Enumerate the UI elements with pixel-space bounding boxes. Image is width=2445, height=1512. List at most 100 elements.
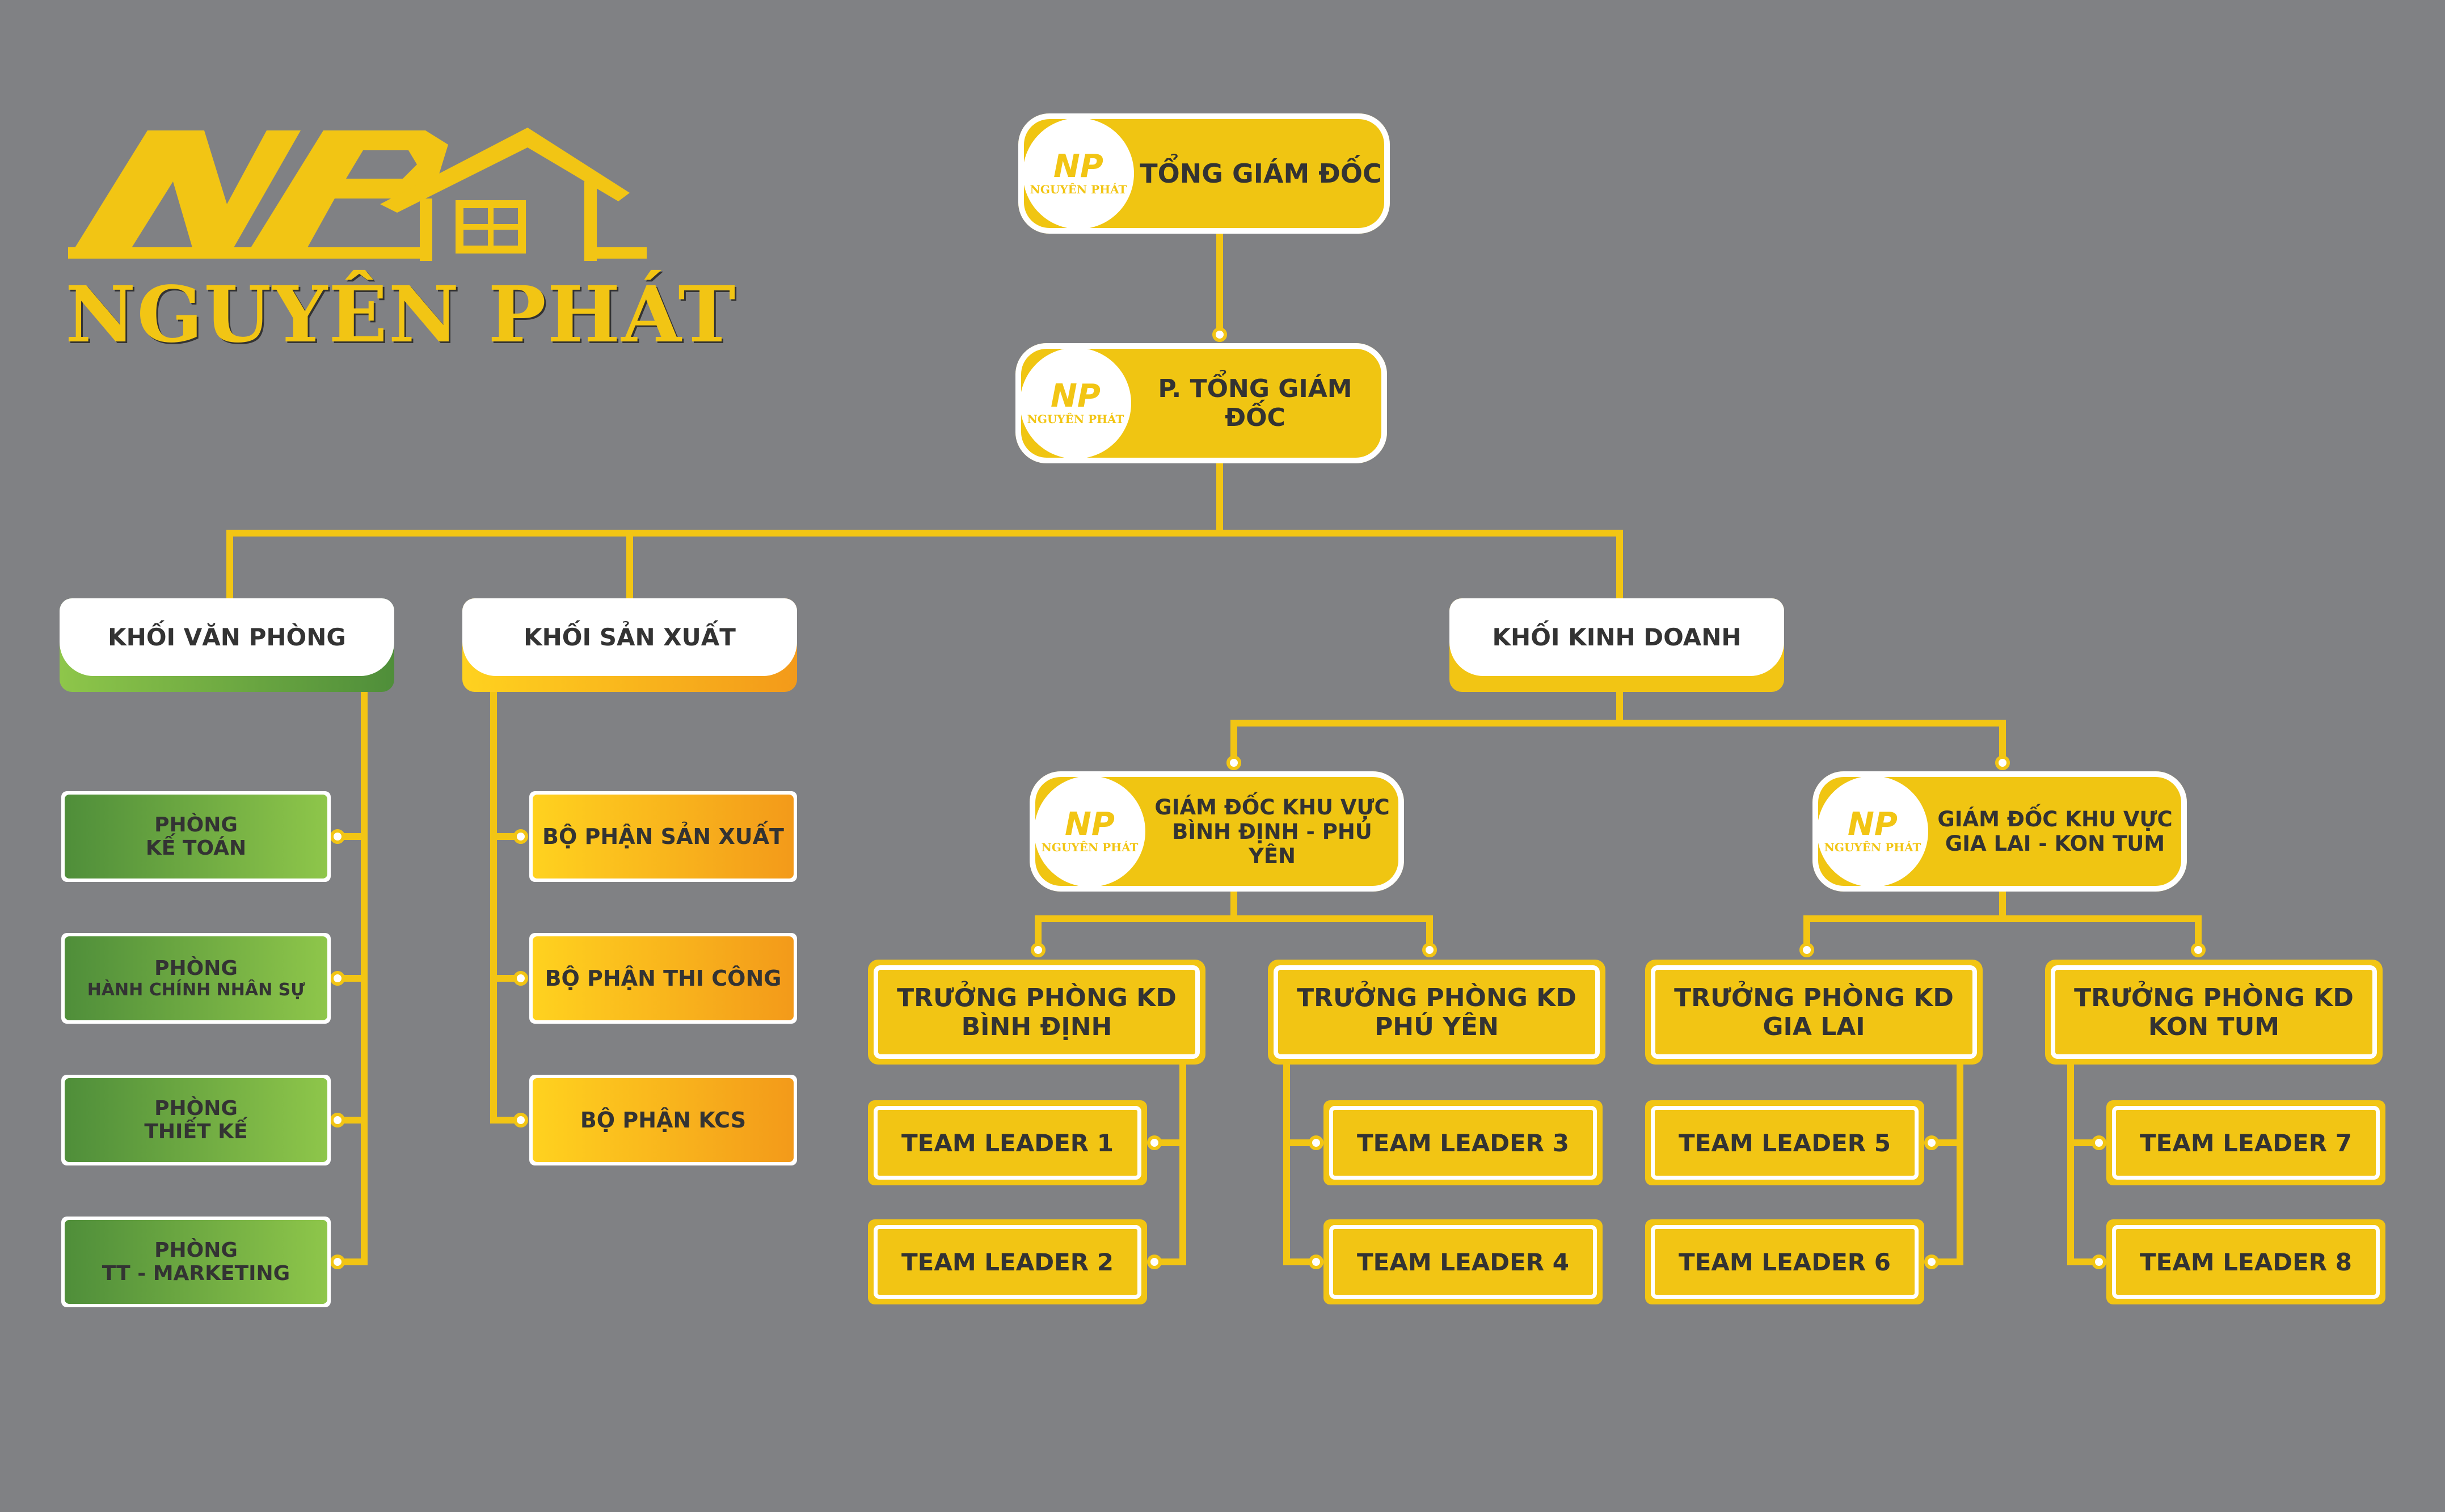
division-business[interactable]: KHỐI KINH DOANH [1449,598,1784,692]
sales-manager-binh-dinh-line1: TRƯỞNG PHÒNG KD [897,983,1177,1012]
mini-logo: NP NGUYÊN PHÁT [1034,776,1145,887]
ceo-label: TỔNG GIÁM ĐỐC [1140,158,1382,189]
junction-dot [513,1113,528,1127]
junction-dot [1309,1255,1323,1269]
mini-logo-text: NGUYÊN PHÁT [1027,412,1124,426]
division-office[interactable]: KHỐI VĂN PHÒNG [60,598,394,692]
junction-dot [1422,943,1437,957]
junction-dot [1212,327,1227,342]
dept-construction[interactable]: BỘ PHẬN THI CÔNG [529,933,797,1024]
team-leader-3[interactable]: TEAM LEADER 3 [1323,1100,1603,1185]
junction-dot [1995,755,2010,770]
division-business-label: KHỐI KINH DOANH [1449,598,1784,676]
dept-marketing[interactable]: PHÒNG TT - MARKETING [61,1217,331,1307]
division-production-label: KHỐI SẢN XUẤT [462,598,797,676]
dept-marketing-line1: PHÒNG [154,1239,238,1262]
dept-accounting[interactable]: PHÒNG KẾ TOÁN [61,791,331,882]
dept-hr-admin-line2: HÀNH CHÍNH NHÂN SỰ [87,980,305,1000]
junction-dot [1799,943,1814,957]
team-leader-1-label: TEAM LEADER 1 [874,1106,1141,1180]
sales-manager-phu-yen-line2: PHÚ YÊN [1375,1012,1499,1041]
mini-logo-text: NGUYÊN PHÁT [1824,841,1921,854]
sales-manager-gia-lai-line2: GIA LAI [1763,1012,1865,1041]
junction-dot [513,971,528,986]
junction-dot [1031,943,1046,957]
dept-design-line2: THIẾT KẾ [144,1120,248,1143]
team-leader-3-label: TEAM LEADER 3 [1329,1106,1597,1180]
junction-dot [2092,1255,2106,1269]
mini-logo-icon: NP [1848,806,1898,843]
dept-construction-label: BỘ PHẬN THI CÔNG [533,936,794,1020]
team-leader-5-label: TEAM LEADER 5 [1651,1106,1919,1180]
mini-logo-icon: NP [1053,148,1103,185]
dept-accounting-line2: KẾ TOÁN [145,837,247,860]
team-leader-7[interactable]: TEAM LEADER 7 [2106,1100,2385,1185]
team-leader-7-label: TEAM LEADER 7 [2112,1106,2380,1180]
dept-manufacturing[interactable]: BỘ PHẬN SẢN XUẤT [529,791,797,882]
dept-hr-admin-line1: PHÒNG [154,957,238,980]
dept-design-line1: PHÒNG [154,1097,238,1120]
junction-dot [330,1113,345,1127]
mini-logo-text: NGUYÊN PHÁT [1030,183,1127,196]
deputy-ceo-box[interactable]: NP NGUYÊN PHÁT P. TỔNG GIÁM ĐỐC [1015,343,1387,463]
deputy-ceo-label: P. TỔNG GIÁM ĐỐC [1158,374,1352,432]
sales-manager-kon-tum[interactable]: TRƯỞNG PHÒNG KD KON TUM [2045,960,2383,1065]
junction-dot [1147,1255,1162,1269]
junction-dot [330,1255,345,1269]
team-leader-5[interactable]: TEAM LEADER 5 [1645,1100,1924,1185]
sales-manager-binh-dinh-line2: BÌNH ĐỊNH [961,1012,1112,1041]
mini-logo: NP NGUYÊN PHÁT [1020,348,1131,459]
regional-director-bd-py-line2: BÌNH ĐỊNH - PHÚ YÊN [1172,819,1372,868]
dept-manufacturing-label: BỘ PHẬN SẢN XUẤT [533,795,794,879]
dept-design[interactable]: PHÒNG THIẾT KẾ [61,1075,331,1165]
team-leader-6[interactable]: TEAM LEADER 6 [1645,1219,1924,1304]
sales-manager-kon-tum-line2: KON TUM [2148,1012,2280,1041]
junction-dot [2092,1135,2106,1150]
mini-logo-text: NGUYÊN PHÁT [1041,841,1139,854]
house-logo-icon [68,128,647,261]
junction-dot [2191,943,2206,957]
regional-director-gl-kt-line2: GIA LAI - KON TUM [1945,831,2165,856]
dept-hr-admin[interactable]: PHÒNG HÀNH CHÍNH NHÂN SỰ [61,933,331,1024]
team-leader-1[interactable]: TEAM LEADER 1 [868,1100,1147,1185]
regional-director-gl-kt-line1: GIÁM ĐỐC KHU VỰC [1937,807,2173,831]
dept-qc-label: BỘ PHẬN KCS [533,1078,794,1162]
team-leader-2[interactable]: TEAM LEADER 2 [868,1219,1147,1304]
junction-dot [1924,1135,1939,1150]
brand-logo: NGUYÊN PHÁT [62,119,737,360]
junction-dot [1309,1135,1323,1150]
ceo-box[interactable]: NP NGUYÊN PHÁT TỔNG GIÁM ĐỐC [1018,113,1390,234]
dept-qc[interactable]: BỘ PHẬN KCS [529,1075,797,1165]
division-production[interactable]: KHỐI SẢN XUẤT [462,598,797,692]
junction-dot [513,829,528,844]
division-office-label: KHỐI VĂN PHÒNG [60,598,394,676]
team-leader-8-label: TEAM LEADER 8 [2112,1225,2380,1299]
junction-dot [330,971,345,986]
mini-logo: NP NGUYÊN PHÁT [1817,776,1928,887]
mini-logo-icon: NP [1065,806,1115,843]
team-leader-4-label: TEAM LEADER 4 [1329,1225,1597,1299]
sales-manager-binh-dinh[interactable]: TRƯỞNG PHÒNG KD BÌNH ĐỊNH [868,960,1205,1065]
team-leader-4[interactable]: TEAM LEADER 4 [1323,1219,1603,1304]
regional-director-bd-py-line1: GIÁM ĐỐC KHU VỰC [1154,795,1390,820]
dept-marketing-line2: TT - MARKETING [102,1262,290,1285]
brand-name: NGUYÊN PHÁT [65,269,737,360]
dept-accounting-line1: PHÒNG [154,813,238,837]
regional-director-gl-kt[interactable]: NP NGUYÊN PHÁT GIÁM ĐỐC KHU VỰC GIA LAI … [1812,771,2187,892]
junction-dot [1147,1135,1162,1150]
sales-manager-phu-yen-line1: TRƯỞNG PHÒNG KD [1297,983,1576,1012]
mini-logo: NP NGUYÊN PHÁT [1023,118,1134,229]
junction-dot [330,829,345,844]
sales-manager-kon-tum-line1: TRƯỞNG PHÒNG KD [2074,983,2354,1012]
regional-director-bd-py[interactable]: NP NGUYÊN PHÁT GIÁM ĐỐC KHU VỰC BÌNH ĐỊN… [1030,771,1404,892]
team-leader-6-label: TEAM LEADER 6 [1651,1225,1919,1299]
sales-manager-gia-lai-line1: TRƯỞNG PHÒNG KD [1674,983,1954,1012]
junction-dot [1226,755,1241,770]
sales-manager-phu-yen[interactable]: TRƯỞNG PHÒNG KD PHÚ YÊN [1268,960,1605,1065]
team-leader-2-label: TEAM LEADER 2 [874,1225,1141,1299]
team-leader-8[interactable]: TEAM LEADER 8 [2106,1219,2385,1304]
sales-manager-gia-lai[interactable]: TRƯỞNG PHÒNG KD GIA LAI [1645,960,1983,1065]
mini-logo-icon: NP [1051,378,1101,415]
junction-dot [1924,1255,1939,1269]
